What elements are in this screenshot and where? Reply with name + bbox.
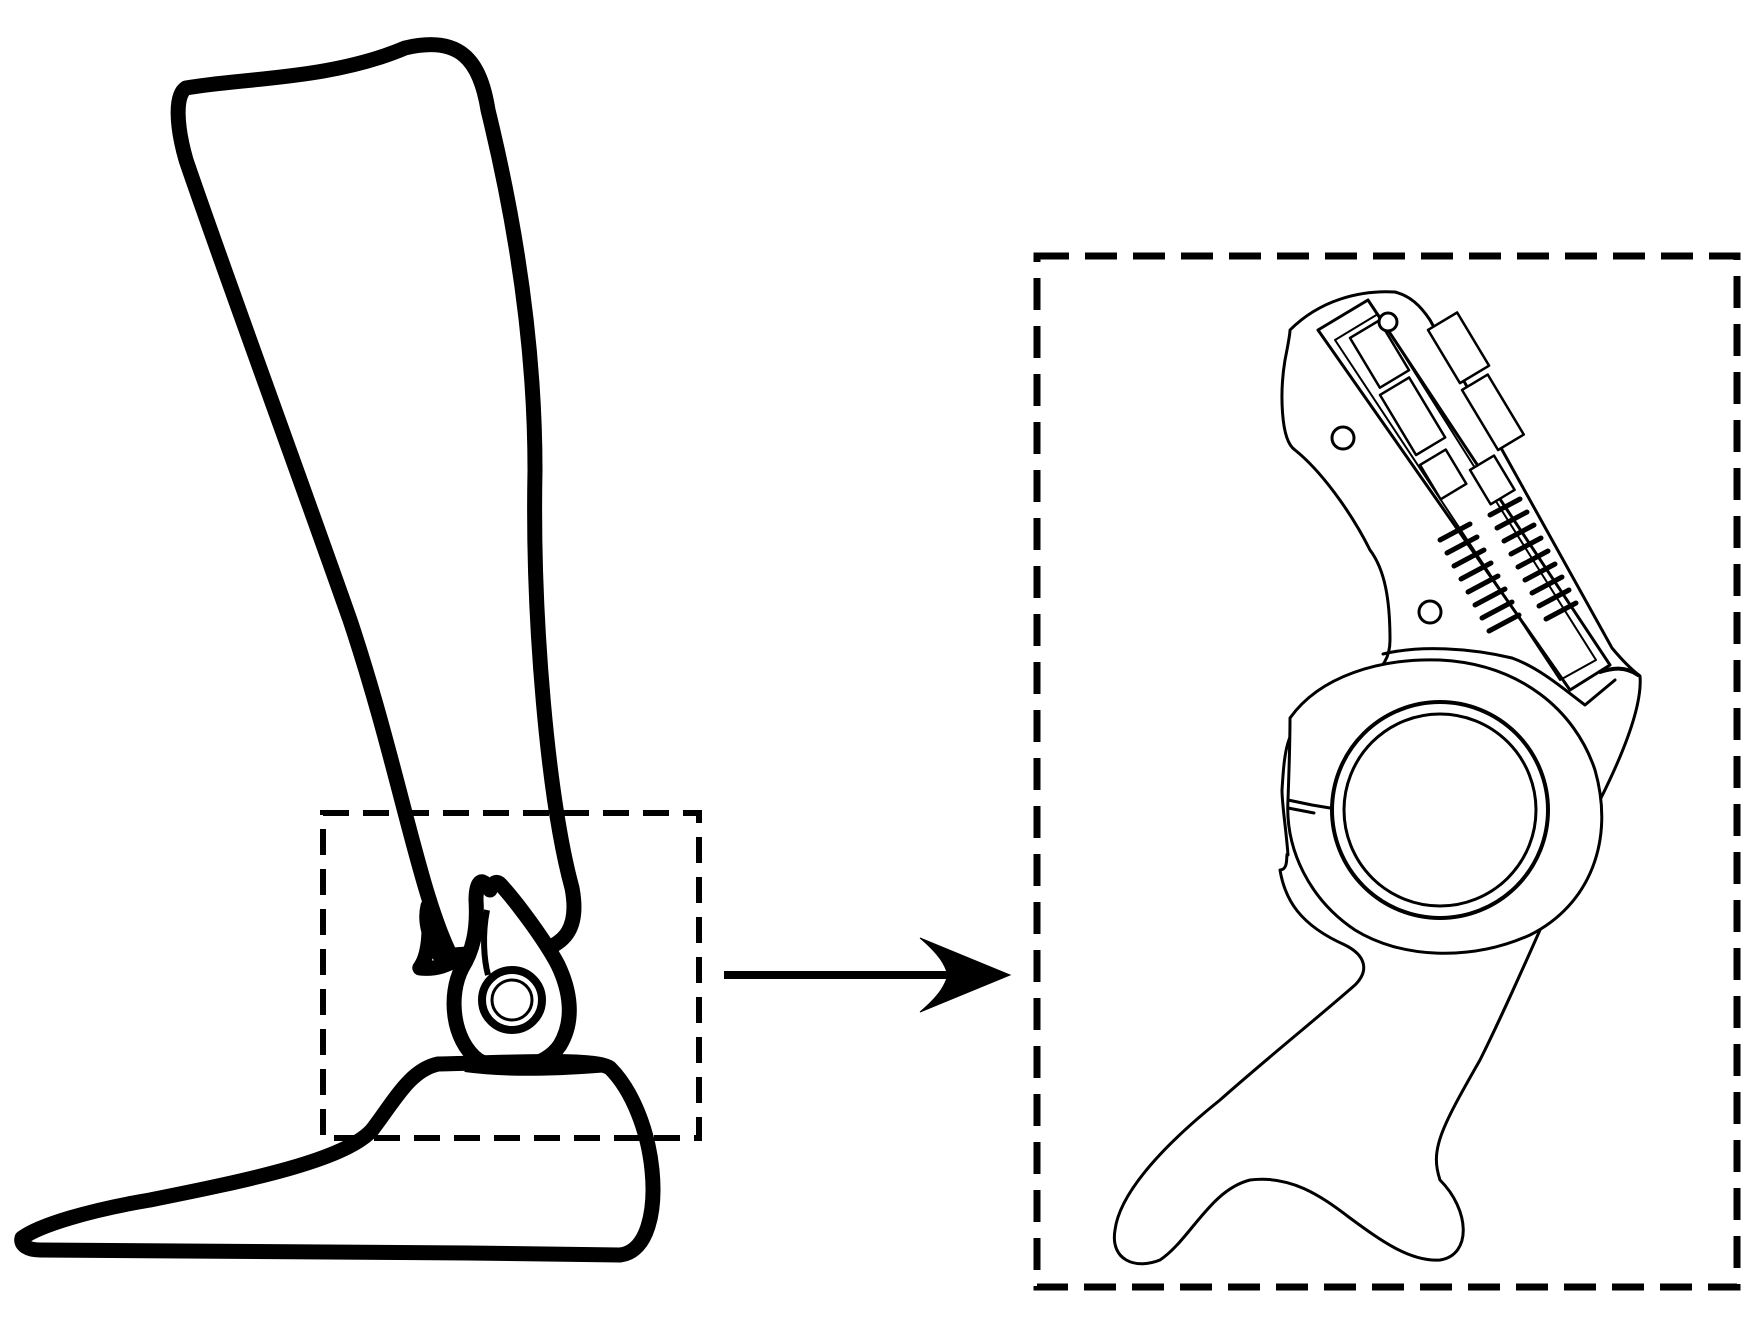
arrow-head-icon [919,937,1012,1013]
ankle-callout-frame [320,810,702,1141]
leg-shank [170,37,582,976]
actuator-blocks [1348,311,1526,506]
magnify-arrow [724,937,1012,1013]
ankle-joint-details [464,909,611,1076]
ankle-mechanism-detail [1112,290,1642,1266]
spring-coils [1437,496,1579,634]
prosthetic-leg [14,37,661,1263]
pivot-pin-lower [1417,599,1443,625]
foot [14,1054,661,1263]
bearing-ring-inner [1342,712,1538,908]
detail-callout-frame [1033,252,1741,1291]
pivot-pin-left [1330,425,1356,451]
pivot-pin-top [1377,311,1399,333]
